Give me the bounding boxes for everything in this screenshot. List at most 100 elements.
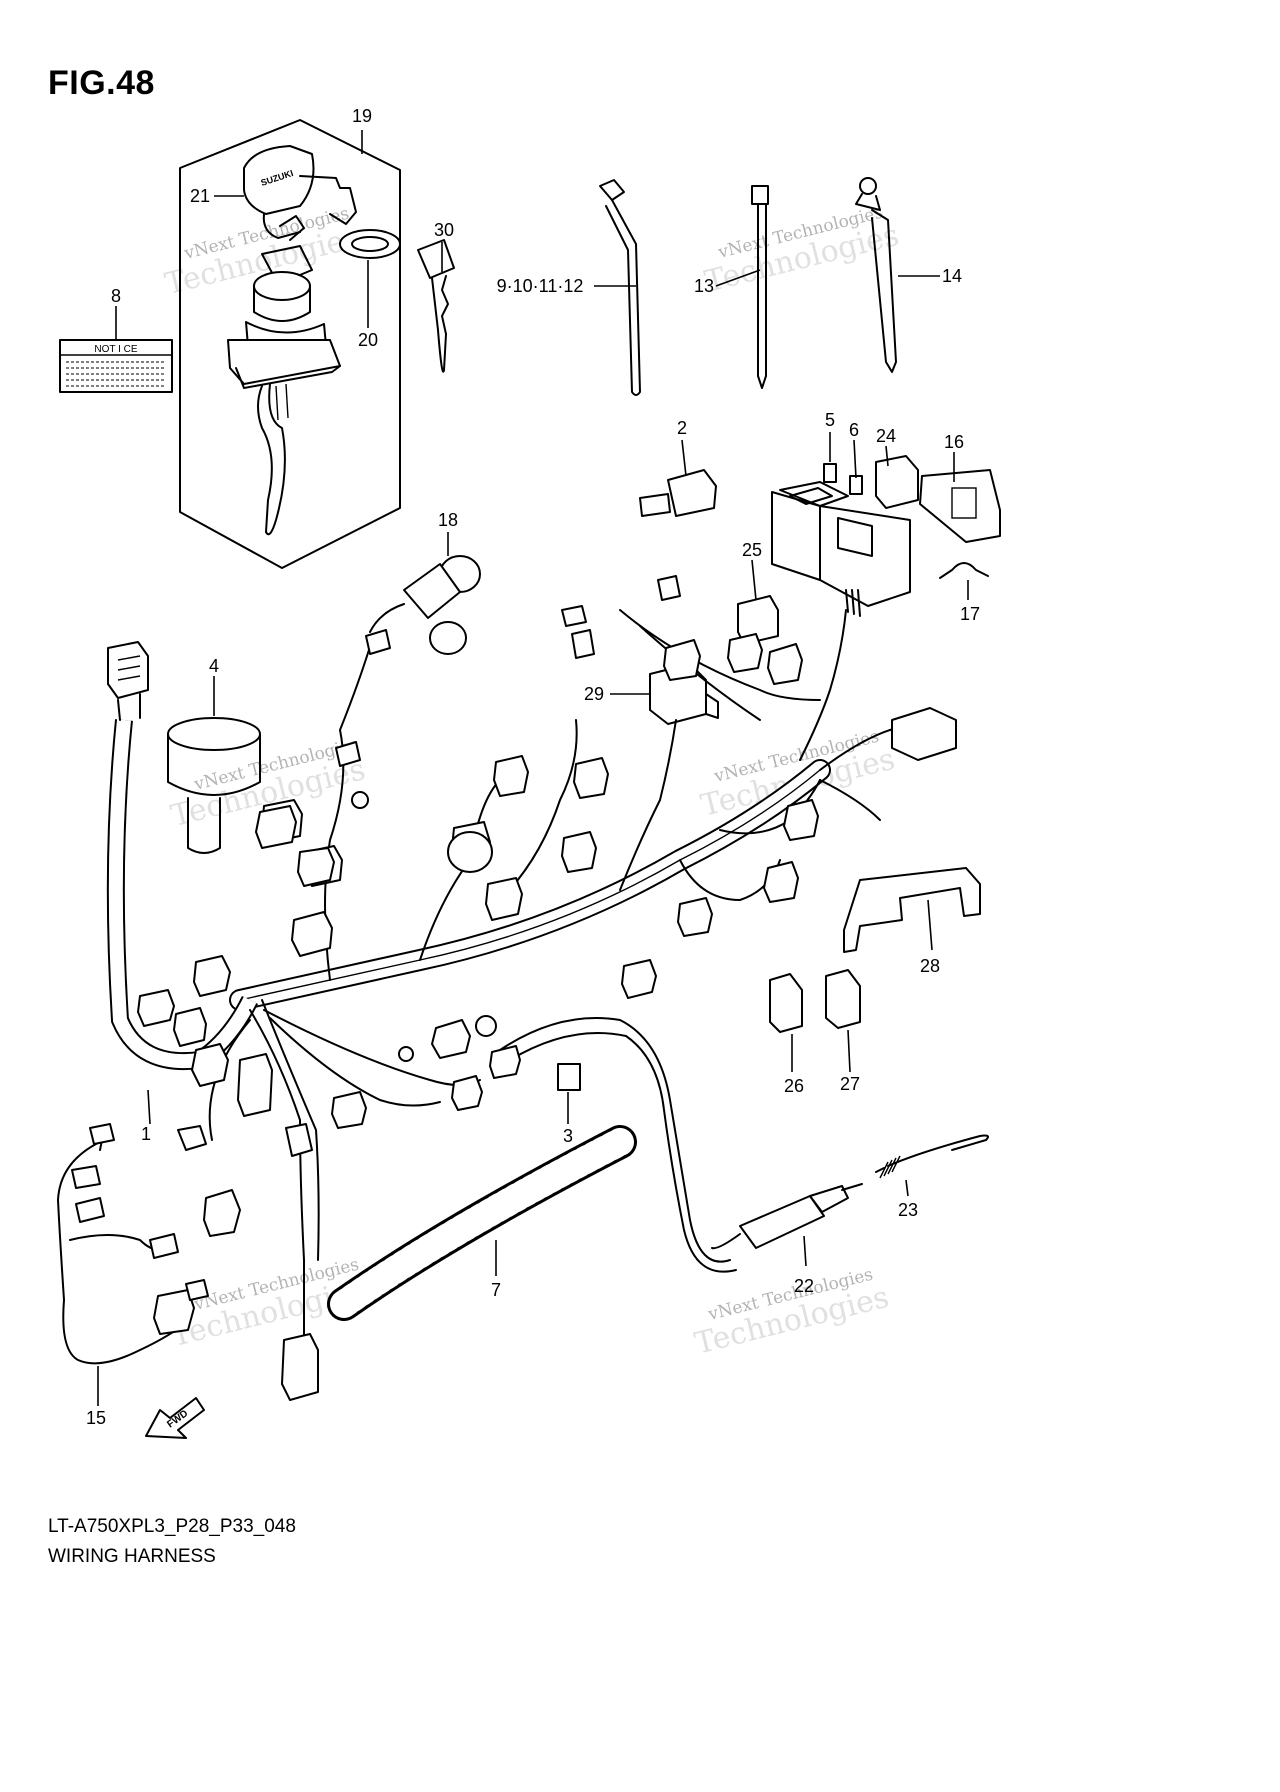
notice-label-part: NOT I CE xyxy=(59,339,173,393)
relay-part xyxy=(769,973,803,1033)
connector xyxy=(203,1189,241,1237)
forward-direction-arrow: FWD xyxy=(145,1397,205,1439)
connector xyxy=(485,877,523,921)
relay-part xyxy=(825,969,861,1029)
callout-21: 21 xyxy=(190,186,210,206)
clamp-part xyxy=(939,562,989,579)
fuse-box-part xyxy=(771,481,911,617)
callout-3: 3 xyxy=(563,1126,573,1146)
connector xyxy=(173,1007,207,1047)
spring-part xyxy=(875,1134,989,1179)
corrugated-tube-part xyxy=(327,1125,637,1321)
coupler-cap-part xyxy=(557,1063,581,1091)
connector xyxy=(285,1123,313,1157)
callout-15: 15 xyxy=(86,1408,106,1428)
callout-14: 14 xyxy=(942,266,962,286)
connector xyxy=(177,1125,207,1151)
callout-27: 27 xyxy=(840,1074,860,1094)
main-wiring-harness xyxy=(57,575,957,1401)
cable-tie-part xyxy=(599,179,641,396)
fuse-bracket-part xyxy=(919,469,1001,543)
coupler-part xyxy=(737,595,779,645)
connector xyxy=(621,959,657,999)
callout-1: 1 xyxy=(141,1124,151,1144)
connector xyxy=(475,1015,497,1037)
connector xyxy=(573,757,609,799)
connector xyxy=(783,799,819,841)
connector xyxy=(493,755,529,797)
connector xyxy=(451,1075,483,1111)
callout-25: 25 xyxy=(742,540,762,560)
callout-6: 6 xyxy=(849,420,859,440)
connector xyxy=(657,575,681,601)
connector xyxy=(331,1091,367,1129)
connector xyxy=(153,1289,195,1335)
connector xyxy=(255,805,297,849)
cable-tie-part xyxy=(751,185,769,389)
callout-28: 28 xyxy=(920,956,940,976)
callout-22: 22 xyxy=(794,1276,814,1296)
spare-key-part xyxy=(417,239,455,373)
connector xyxy=(71,1165,101,1189)
connector xyxy=(237,1053,273,1117)
notice-label-text: NOT I CE xyxy=(94,344,137,355)
ignition-switch-set-box xyxy=(179,119,401,569)
connector xyxy=(489,1045,521,1079)
leader-lines xyxy=(97,130,969,1406)
connector xyxy=(727,633,763,673)
sensor-switch-part xyxy=(711,1183,863,1250)
callout-29: 29 xyxy=(584,684,604,704)
part-callouts: 19 21 8 20 30 9·10·11·12 13 14 2 5 6 24 … xyxy=(86,106,980,1428)
connector xyxy=(447,831,493,873)
callout-20: 20 xyxy=(358,330,378,350)
connector xyxy=(351,791,369,809)
connector xyxy=(89,1123,115,1145)
connector xyxy=(431,1019,471,1059)
connector xyxy=(561,605,587,627)
callout-17: 17 xyxy=(960,604,980,624)
cable-tie-part xyxy=(855,177,897,373)
diagram-name: WIRING HARNESS xyxy=(48,1546,216,1567)
fuse-part xyxy=(849,475,863,495)
accessory-socket-part xyxy=(369,555,481,655)
boot-part xyxy=(167,717,261,854)
callout-9-12: 9·10·11·12 xyxy=(497,276,584,296)
connector xyxy=(365,629,391,655)
connector xyxy=(767,643,803,685)
ignition-switch-part xyxy=(227,215,341,536)
terminal-cap-part xyxy=(639,469,717,517)
connector xyxy=(191,1043,229,1087)
relay-part xyxy=(875,455,919,509)
connector xyxy=(193,955,231,997)
callout-26: 26 xyxy=(784,1076,804,1096)
figure-title: FIG.48 xyxy=(48,64,155,102)
callout-24: 24 xyxy=(876,426,896,446)
bracket-part xyxy=(843,867,981,953)
connector xyxy=(291,911,333,957)
connector xyxy=(677,897,713,937)
callout-2: 2 xyxy=(677,418,687,438)
fuse-part xyxy=(823,463,837,483)
callout-19: 19 xyxy=(352,106,372,126)
callout-4: 4 xyxy=(209,656,219,676)
connector xyxy=(398,1046,414,1062)
connector xyxy=(335,741,361,767)
connector xyxy=(137,989,175,1027)
connector xyxy=(763,861,799,903)
lock-ring-part xyxy=(339,229,401,259)
callout-8: 8 xyxy=(111,286,121,306)
callout-30: 30 xyxy=(434,220,454,240)
callout-16: 16 xyxy=(944,432,964,452)
connector xyxy=(281,1333,319,1401)
connector xyxy=(75,1197,105,1223)
connector xyxy=(891,707,957,761)
callout-23: 23 xyxy=(898,1200,918,1220)
connector xyxy=(663,639,701,681)
connector xyxy=(297,847,335,887)
callout-7: 7 xyxy=(491,1280,501,1300)
callout-5: 5 xyxy=(825,410,835,430)
connector xyxy=(571,629,595,659)
key-cover-part: SUZUKI xyxy=(243,145,357,239)
